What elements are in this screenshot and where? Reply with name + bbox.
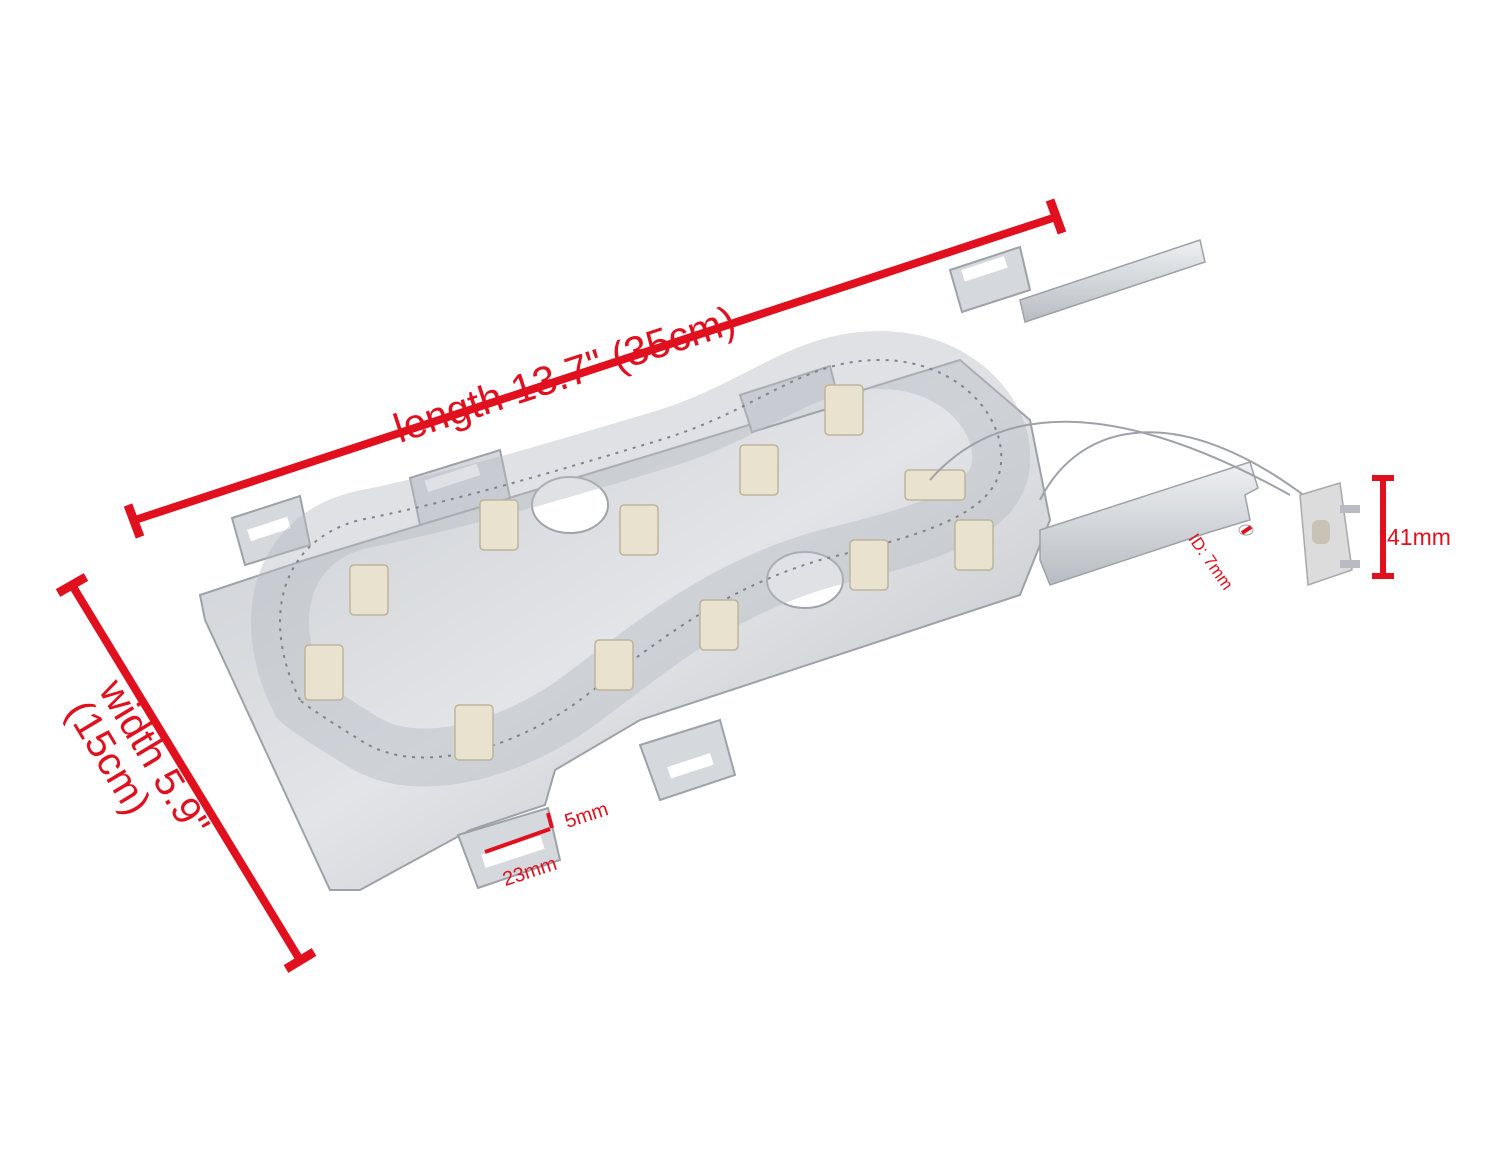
length-dimension-line [133,213,1058,524]
hole-id-tick [1240,525,1253,535]
heating-coil [251,330,1031,787]
terminal-height-label: 41mm [1387,524,1451,550]
ceramic-insulators [304,384,994,761]
slot-width-line [484,827,551,854]
support-rails [1019,239,1259,586]
terminal-block [929,420,1360,587]
width-dimension-line [68,582,304,963]
dimension-lines [55,198,1394,973]
slot-height-line [546,812,554,829]
